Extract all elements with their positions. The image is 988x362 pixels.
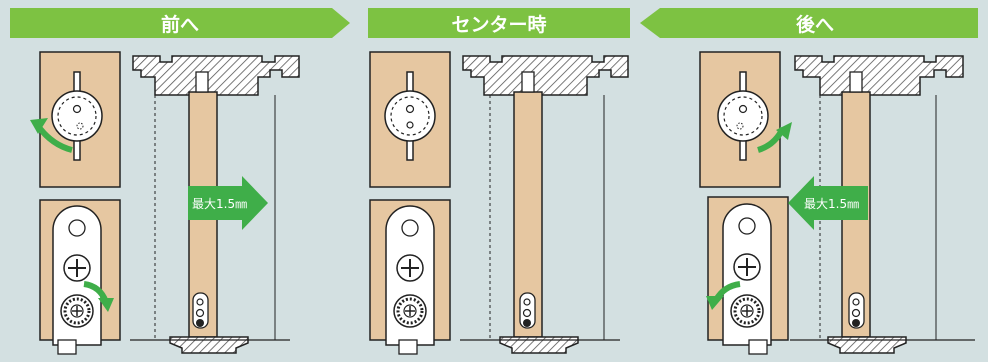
bottom-rail-hatched — [499, 336, 579, 354]
phillips-screw-icon — [396, 254, 424, 282]
cross-section — [460, 55, 629, 354]
top-rail-hatched — [794, 55, 964, 96]
header-label-center: センター時 — [451, 14, 546, 36]
header-arrow-left — [640, 8, 978, 38]
top-pin — [195, 71, 209, 93]
top-pin — [849, 71, 863, 93]
cam-knob-icon — [717, 71, 769, 161]
bottom-fitting — [398, 339, 418, 355]
header-center: センター時 — [368, 8, 630, 38]
rotation-arrow-lower-head — [706, 296, 724, 310]
header-arrow-right — [10, 8, 350, 38]
top-rail-hatched — [132, 55, 300, 96]
bottom-rail-hatched — [169, 336, 249, 354]
adjuster-gear-icon — [393, 294, 427, 328]
adjuster-gear-icon — [60, 294, 94, 328]
top-pin — [521, 71, 535, 93]
phillips-screw-icon — [63, 254, 91, 282]
shift-arrow-left — [788, 176, 868, 230]
panel-front: 最大1.5㎜ — [30, 51, 300, 355]
header-bar-center — [368, 8, 630, 38]
shift-label-back: 最大1.5㎜ — [804, 197, 859, 211]
header-front: 前へ — [10, 8, 350, 38]
rotation-arrow-head — [30, 118, 48, 134]
header-label-back: 後へ — [796, 13, 834, 36]
top-rail-hatched — [462, 55, 629, 96]
bottom-fitting — [748, 339, 768, 355]
panel-back: 最大1.5㎜ — [699, 51, 975, 355]
adjuster-gear-icon — [730, 294, 764, 328]
header-label-front: 前へ — [161, 13, 199, 36]
rotation-arrow-lower-head — [98, 298, 114, 312]
bottom-fitting — [57, 339, 77, 355]
panel-center — [369, 51, 629, 355]
shift-label-front: 最大1.5㎜ — [192, 197, 247, 211]
phillips-screw-icon — [733, 253, 761, 281]
rotation-arrow-head — [776, 122, 792, 140]
cam-knob-icon — [384, 71, 436, 161]
shift-arrow-right — [188, 176, 268, 230]
cam-knob-icon — [51, 71, 103, 161]
bottom-rail-hatched — [827, 336, 907, 354]
header-back: 後へ — [640, 8, 978, 38]
